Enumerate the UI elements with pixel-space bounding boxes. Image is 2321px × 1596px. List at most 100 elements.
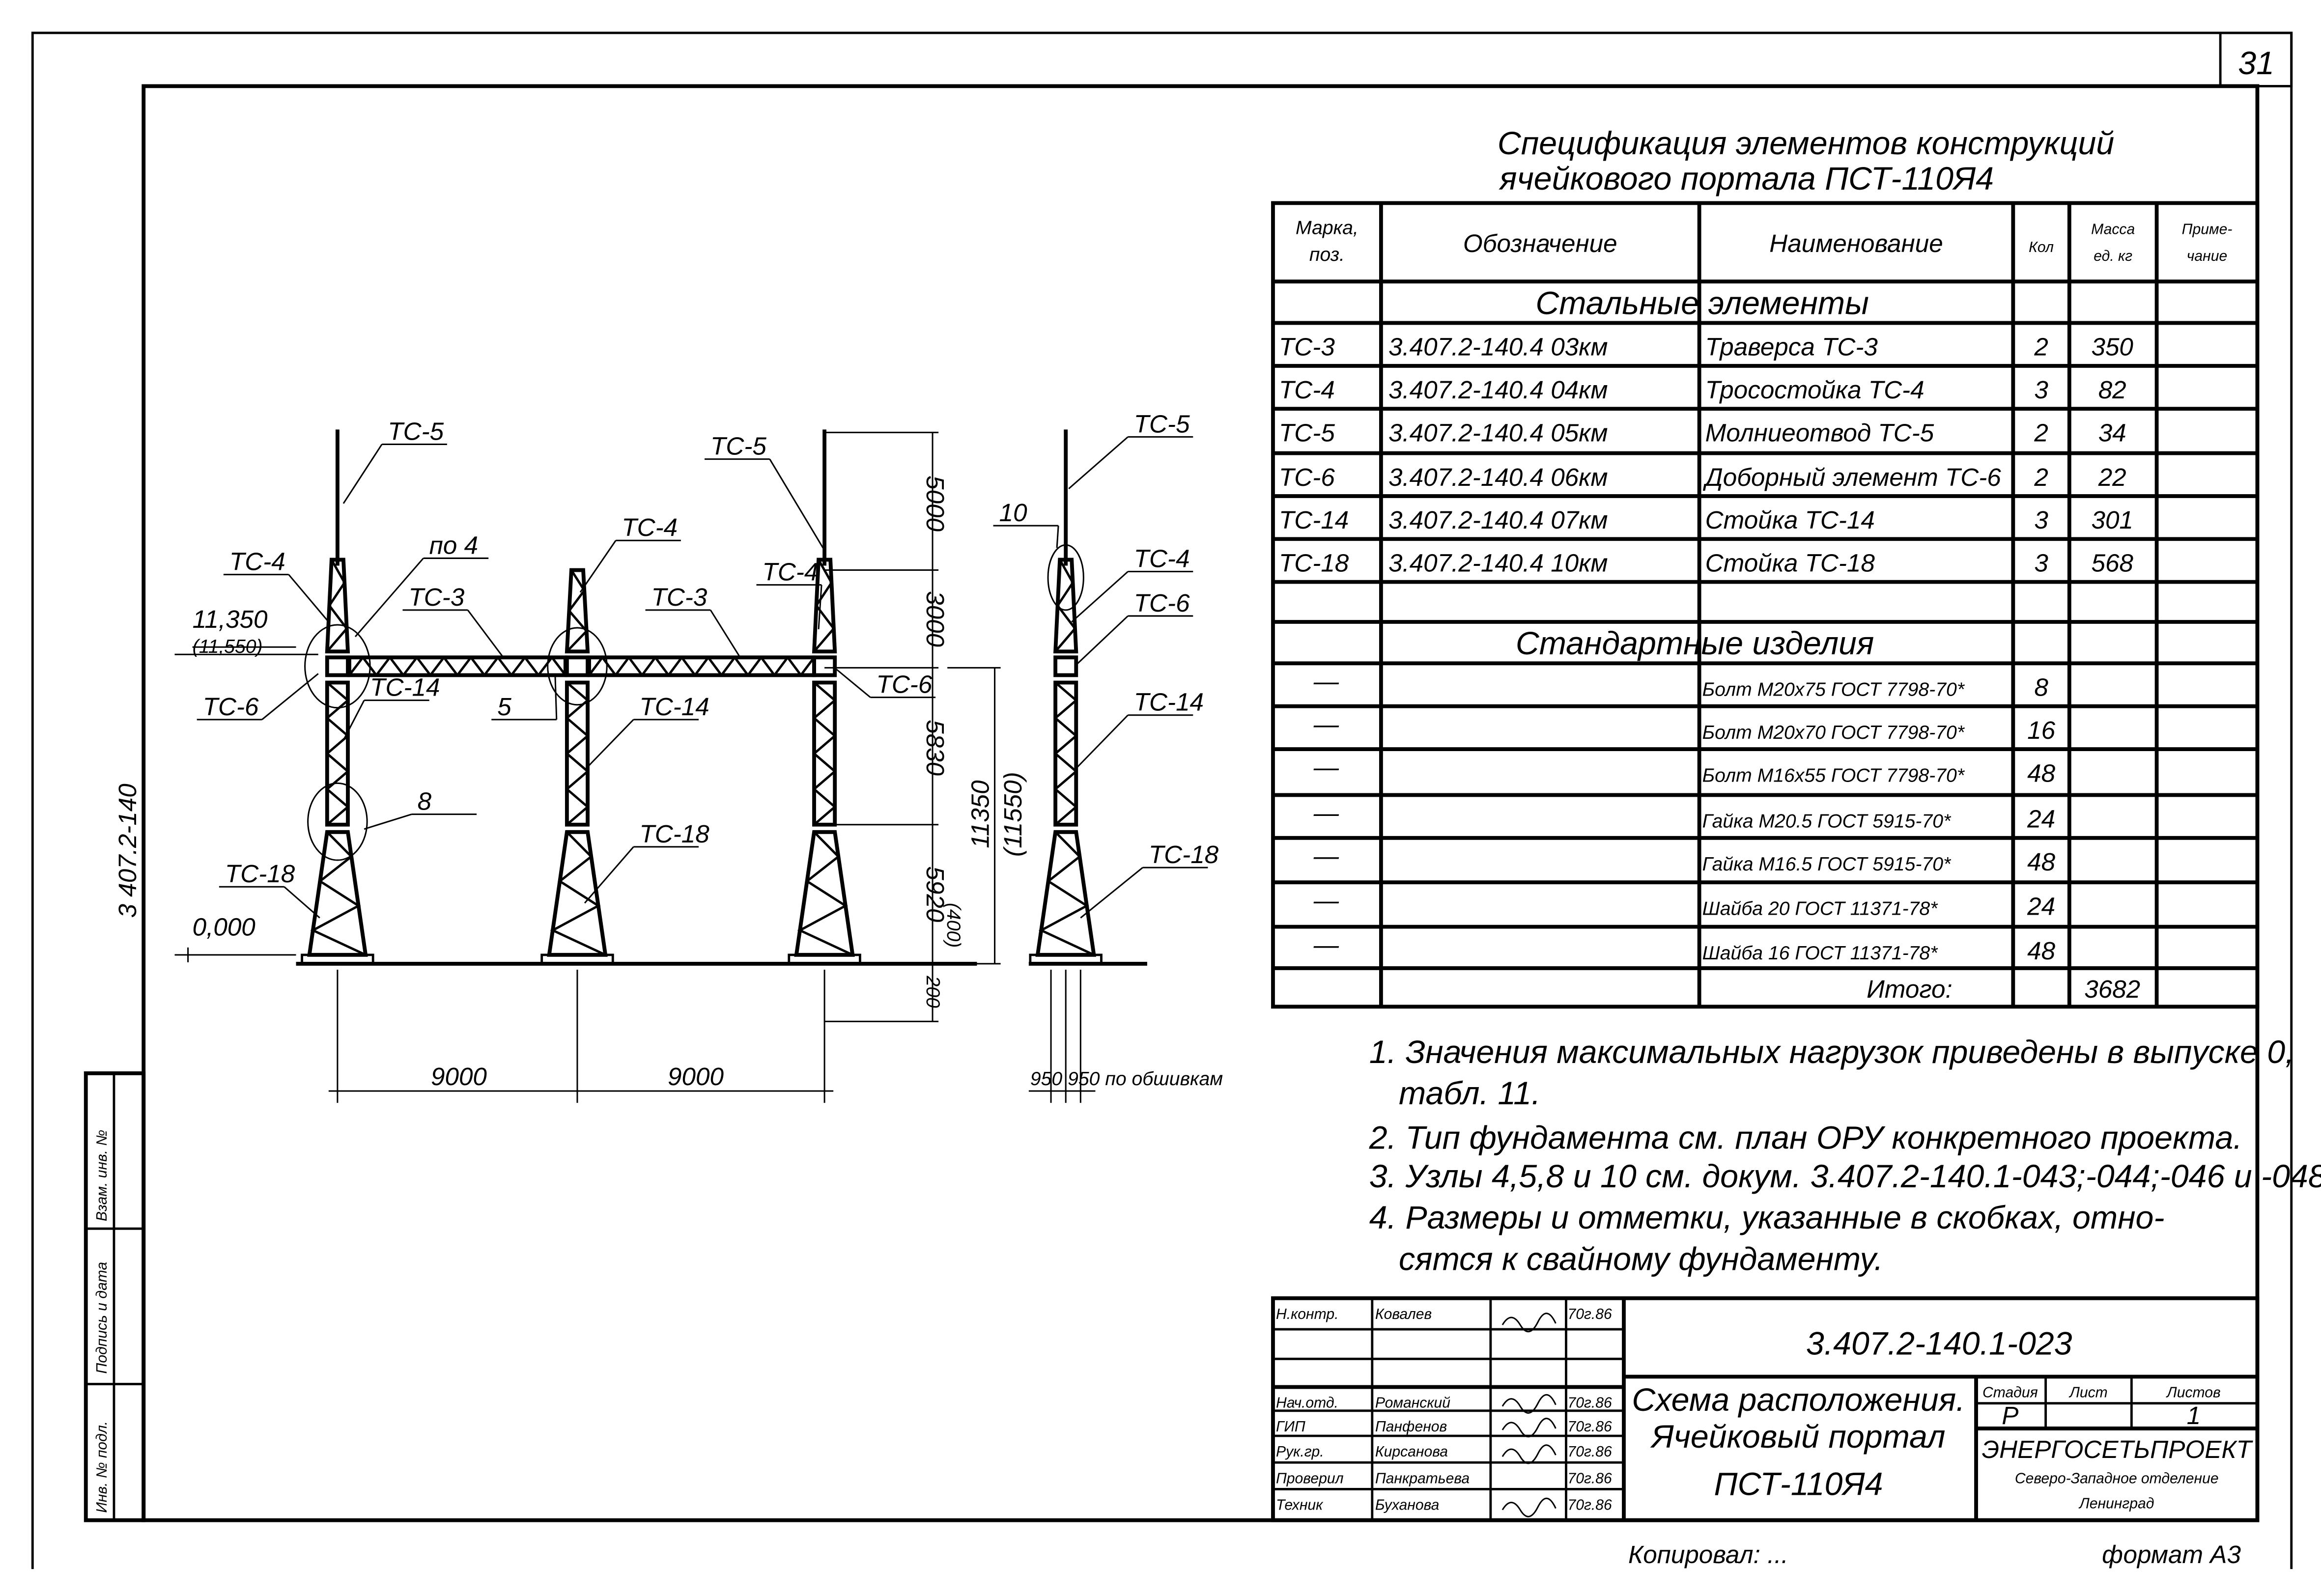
table-header: Масса (2091, 222, 2135, 238)
callout-label: ТС-18 (584, 820, 710, 904)
callout-text: 10 (999, 499, 1027, 527)
doc-code: 3.407.2-140.1-023 (1806, 1325, 2072, 1362)
signature (1501, 1444, 1557, 1464)
section-standard-items: Стандартные изделия (1516, 625, 1874, 662)
cell-name: Доборный элемент ТС-6 (1703, 463, 2002, 491)
cell-qty: 2 (2034, 463, 2048, 491)
callout-text: ТС-4 (622, 513, 678, 541)
cell-qty: 3 (2034, 506, 2048, 534)
cell-code: 3.407.2-140.4 05км (1388, 419, 1608, 447)
table-header: Марка, (1296, 218, 1359, 239)
cell-code: 3.407.2-140.4 10км (1388, 549, 1608, 577)
cell-mark: — (1313, 886, 1339, 914)
person-name: Кирсанова (1375, 1444, 1448, 1460)
tower-middle (540, 568, 614, 965)
detail-callout-circle (547, 627, 608, 706)
callout-text: по 4 (429, 531, 478, 559)
cell-name: Траверса ТС-3 (1705, 333, 1878, 361)
sign-date: 70г.86 (1568, 1395, 1612, 1411)
callout-label: 5 (491, 673, 558, 721)
cell-qty: 3 (2034, 549, 2048, 577)
callout-text: ТС-3 (409, 583, 465, 611)
notes: 1. Значения максимальных нагрузок привед… (1369, 1034, 2321, 1278)
portal-drawing (174, 429, 1147, 1103)
callout-text: ТС-5 (1134, 410, 1190, 438)
callout-label: ТС-6 (1074, 589, 1193, 667)
dim-11350: 11350 (966, 780, 994, 848)
note-line: табл. 11. (1399, 1075, 1541, 1112)
callout-text: ТС-4 (1134, 545, 1190, 573)
cell-name: Гайка М16.5 ГОСТ 5915-70* (1702, 854, 1952, 875)
note-line: 1. Значения максимальных нагрузок привед… (1369, 1034, 2294, 1070)
person-name: Ковалев (1375, 1306, 1432, 1322)
elevation-top: 11,350 (193, 605, 268, 633)
callout-label: ТС-4 (756, 558, 822, 630)
callout-text: ТС-14 (640, 693, 709, 721)
tower-right (788, 429, 861, 965)
callout-text: ТС-18 (640, 820, 710, 848)
table-row: —Гайка М16.5 ГОСТ 5915-70*48 (1313, 842, 2056, 876)
cell-mark: ТС-18 (1279, 549, 1349, 577)
drawing-name-line3: ПСТ-110Я4 (1714, 1466, 1883, 1503)
callout-label: ТС-6 (197, 673, 319, 721)
cell-mark: — (1313, 668, 1339, 696)
cell-name: Тросостойка ТС-4 (1705, 376, 1925, 404)
role-label: Техник (1276, 1497, 1324, 1513)
elevation-top-pile: (11,550) (193, 636, 263, 657)
callout-label: 8 (364, 787, 477, 830)
cell-name: Молниеотвод ТС-5 (1705, 419, 1934, 447)
role-label: ГИП (1276, 1419, 1305, 1435)
table-header: поз. (1309, 244, 1345, 265)
copied-by: Копировал: ... (1628, 1540, 1788, 1568)
org-city: Ленинград (2078, 1496, 2154, 1512)
role-label: Рук.гр. (1276, 1444, 1324, 1460)
stamp-sign: Подпись и дата (94, 1262, 110, 1374)
cell-mass: 22 (2098, 463, 2126, 491)
elevation-zero: 0,000 (193, 913, 256, 941)
dim-span-1: 9000 (431, 1063, 487, 1091)
cell-name: Шайба 20 ГОСТ 11371-78* (1702, 898, 1939, 920)
role-label: Проверил (1276, 1470, 1344, 1486)
table-row: — Болт М20х75 ГОСТ 7798-70* 8 (1313, 668, 2049, 701)
cell-qty: 48 (2027, 759, 2055, 787)
tower-side-view (1029, 429, 1103, 965)
person-name: Буханова (1375, 1497, 1440, 1513)
cell-mass: 34 (2098, 419, 2126, 447)
cell-qty: 24 (2027, 893, 2055, 921)
crossarm-right (587, 655, 816, 677)
sheet-number: 31 (2238, 45, 2274, 82)
callout-label: ТС-5 (1068, 410, 1193, 489)
callout-label: ТС-18 (1080, 840, 1219, 919)
cell-mark: — (1313, 931, 1339, 959)
table-row: —Болт М20х70 ГОСТ 7798-70*16 (1313, 710, 2056, 744)
cell-qty: 3 (2034, 376, 2048, 404)
spec-title-line2: ячейкового портала ПСТ-110Я4 (1499, 161, 1994, 197)
callout-text: ТС-14 (1134, 688, 1204, 716)
detail-callout-circle (307, 782, 368, 861)
table-header: ед. кг (2094, 248, 2132, 264)
callout-text: ТС-4 (229, 548, 285, 576)
table-row: — Шайба 20 ГОСТ 11371-78* 24 (1313, 886, 2055, 920)
callout-label: ТС-6 (836, 669, 936, 699)
cell-mark: — (1313, 842, 1339, 870)
stamp-replace: Взам. инв. № (94, 1130, 110, 1221)
cell-mark: ТС-3 (1279, 333, 1335, 361)
sign-date: 70г.86 (1568, 1306, 1612, 1322)
dim-11550: (11550) (999, 772, 1027, 857)
role-label: Н.контр. (1276, 1306, 1339, 1322)
person-name: Панкратьева (1375, 1470, 1470, 1486)
person-name: Панфенов (1375, 1419, 1447, 1435)
section-steel-elements: Стальные элементы (1535, 285, 1868, 321)
callout-text: ТС-18 (1149, 840, 1219, 868)
detail-callout-circle (304, 624, 371, 709)
cell-qty: 8 (2034, 673, 2048, 701)
callout-text: ТС-5 (388, 417, 444, 445)
table-header: Обозначение (1463, 229, 1617, 257)
sheets-label: Листов (2166, 1385, 2221, 1401)
table-row: —Гайка М20.5 ГОСТ 5915-70*24 (1313, 799, 2055, 833)
cell-name: Болт М20х75 ГОСТ 7798-70* (1702, 679, 1965, 700)
